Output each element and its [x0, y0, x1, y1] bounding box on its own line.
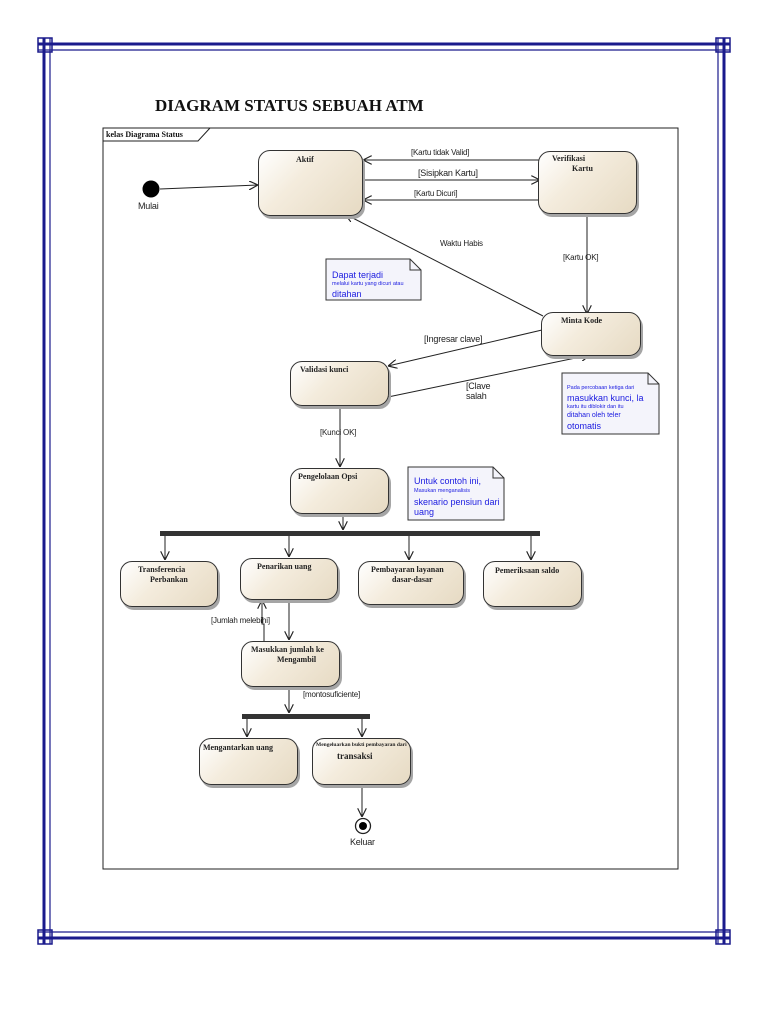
state-penarikan-uang[interactable] [240, 558, 338, 600]
label-clave-salah-2: salah [466, 391, 487, 401]
diagram-frame [102, 127, 679, 870]
edge-clave-salah [387, 355, 590, 398]
note3-line2: Masukan menganalisis [414, 488, 470, 494]
frame-label: kelas Diagrama Status [106, 130, 183, 139]
label-montosuficiente: [montosuficiente] [303, 690, 361, 699]
label-clave-salah-1: [Clave [466, 381, 491, 391]
state-aktif[interactable] [258, 150, 363, 216]
edge-waktu-habis [345, 214, 544, 317]
note1-line1: Dapat terjadi [332, 270, 384, 280]
state-mengeluarkan-bukti[interactable] [312, 738, 411, 785]
edge-start-aktif [159, 185, 258, 189]
state-bukti-label-1: Mengeluarkan bukti pembayaran dari [316, 742, 407, 748]
note2-line3: kartu itu diblokir dan itu [567, 404, 624, 410]
label-jumlah-melebihi: [Jumlah melebihi] [211, 616, 270, 625]
state-minta-kode[interactable] [541, 312, 641, 356]
state-pembayaran-label-2: dasar-dasar [392, 575, 433, 584]
note2-line4: ditahan oleh teler [567, 412, 621, 419]
state-mengantarkan-uang-label: Mengantarkan uang [203, 743, 274, 752]
note3-line4: uang [414, 507, 435, 517]
state-minta-kode-label: Minta Kode [561, 316, 603, 325]
note2-line1: Pada percobaan ketiga dari [567, 385, 635, 391]
fork-bar-options [160, 531, 540, 536]
state-verifikasi-label-1: Verifikasi [552, 154, 586, 163]
note2-line5: otomatis [567, 421, 602, 431]
state-masukkan-label-1: Masukkan jumlah ke [251, 645, 324, 654]
note2-line2: masukkan kunci, la [567, 393, 644, 403]
border-corner-ornaments [37, 37, 731, 945]
state-aktif-label: Aktif [296, 155, 314, 164]
label-waktu-habis: Waktu Habis [440, 239, 483, 248]
note-shape-2 [561, 372, 660, 435]
label-kartu-tidak-valid: [Kartu tidak Valid] [411, 148, 470, 157]
state-transferencia-perbankan[interactable] [120, 561, 218, 607]
note1-line3: ditahan [332, 289, 362, 299]
state-pemeriksaan-saldo-label: Pemeriksaan saldo [495, 566, 560, 575]
fork-bar-dispense [242, 714, 370, 719]
state-pembayaran-label-1: Pembayaran layanan [371, 565, 444, 574]
page-title: DIAGRAM STATUS SEBUAH ATM [155, 96, 424, 115]
start-label: Mulai [138, 201, 159, 211]
label-ingresar-clave: [Ingresar clave] [424, 334, 483, 344]
label-sisipkan-kartu: [Sisipkan Kartu] [418, 168, 478, 178]
edge-jumlah-melebihi [262, 600, 264, 642]
state-bukti-label-2: transaksi [337, 751, 373, 761]
state-masukkan-label-2: Mengambil [277, 655, 317, 664]
final-state-inner [359, 822, 367, 830]
note-shape-1 [325, 258, 422, 301]
label-kunci-ok: [Kunci OK] [320, 428, 357, 437]
diagram-frame-tab [103, 127, 211, 142]
state-penarikan-uang-label: Penarikan uang [257, 562, 312, 571]
page-border [38, 38, 730, 944]
state-pengelolaan-opsi[interactable] [290, 468, 389, 514]
end-label: Keluar [350, 837, 375, 847]
note3-line1: Untuk contoh ini, [414, 476, 482, 486]
state-validasi-kunci[interactable] [290, 361, 389, 406]
state-pembayaran-layanan[interactable] [358, 561, 464, 605]
initial-state-dot [142, 180, 160, 198]
state-pemeriksaan-saldo[interactable] [483, 561, 582, 607]
note-shape-3 [407, 466, 505, 521]
label-kartu-ok: [Kartu OK] [563, 253, 599, 262]
edge-ingresar-clave [388, 329, 543, 366]
state-transferencia-label-2: Perbankan [150, 575, 188, 584]
label-kartu-dicuri: [Kartu Dicuri] [414, 189, 458, 198]
note1-line2: melalui kartu yang dicuri atau [332, 281, 404, 287]
transitions [159, 160, 590, 817]
note3-line3: skenario pensiun dari [414, 497, 500, 507]
state-verifikasi-label-2: Kartu [572, 164, 593, 173]
state-masukkan-jumlah[interactable] [241, 641, 340, 687]
state-validasi-kunci-label: Validasi kunci [300, 365, 349, 374]
state-pengelolaan-opsi-label: Pengelolaan Opsi [298, 472, 358, 481]
state-mengantarkan-uang[interactable] [199, 738, 298, 785]
state-verifikasi-kartu[interactable] [538, 151, 637, 214]
state-transferencia-label-1: Transferencia [138, 565, 186, 574]
